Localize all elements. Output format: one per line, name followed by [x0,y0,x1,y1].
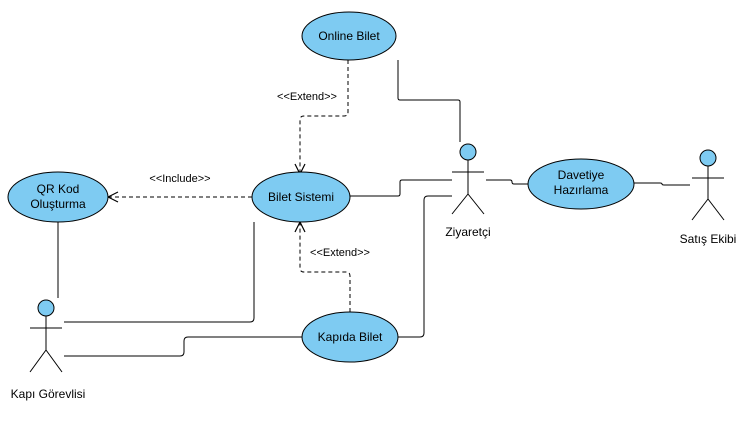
actor-satis-ekibi-label: Satış Ekibi [680,232,737,246]
actor-kapi-gorevlisi[interactable]: Kapı Görevlisi [11,299,86,401]
actor-satis-ekibi-head [699,149,717,167]
use-case-bilet-sistemi[interactable]: Bilet Sistemi [251,171,351,223]
actor-ziyaretci[interactable]: Ziyaretçi [445,143,491,239]
use-case-davetiye-hazirlama[interactable]: Davetiye Hazırlama [527,158,635,210]
actor-ziyaretci-label: Ziyaretçi [445,225,490,239]
association-davetiye-satis [634,182,690,186]
actor-satis-ekibi[interactable]: Satış Ekibi [680,149,737,246]
extend-online-bilet [300,60,349,174]
actor-kapi-gorevlisi-label: Kapı Görevlisi [11,387,86,401]
association-bilet-kapi [64,222,255,323]
actor-ziyaretci-head [459,143,477,161]
use-case-online-bilet[interactable]: Online Bilet [301,11,397,61]
use-case-kapida-bilet-label: Kapıda Bilet [318,330,383,344]
actor-kapi-gorevlisi-head [37,299,55,317]
include-label-qr: <<Include>> [149,173,210,185]
use-case-kapida-bilet[interactable]: Kapıda Bilet [301,311,399,363]
association-online-ziyaretci [397,60,461,142]
use-case-qr-kod-olusturma[interactable]: QR Kod Oluşturma [7,171,109,223]
use-case-online-bilet-label: Online Bilet [318,29,380,43]
association-kapida-ziyaretci [398,195,452,338]
use-case-bilet-sistemi-label: Bilet Sistemi [268,190,334,204]
use-case-qr-kod-label-line1: QR Kod [37,182,80,196]
extend-label-online: <<Extend>> [277,91,337,103]
association-ziyaretci-davetiye [486,179,528,185]
extend-label-kapida: <<Extend>> [310,247,370,259]
use-case-qr-kod-label-line2: Oluşturma [30,197,86,211]
association-kapida-kapi [64,336,302,357]
use-case-davetiye-label-line1: Davetiye [558,168,605,182]
use-case-davetiye-label-line2: Hazırlama [554,183,609,197]
extend-kapida-bilet [300,222,351,312]
association-bilet-ziyaretci [350,179,452,197]
